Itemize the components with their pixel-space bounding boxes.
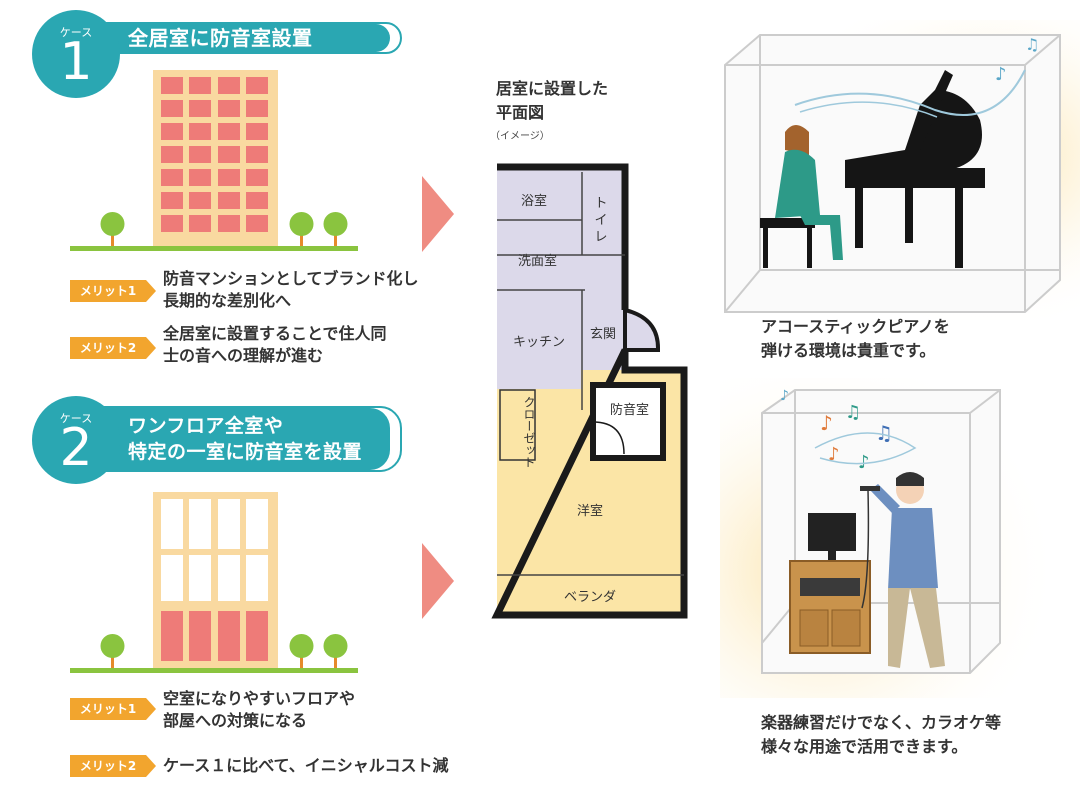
case1-merit2-tag: メリット2 bbox=[70, 337, 146, 359]
karaoke-caption-line2: 様々な用途で活用できます。 bbox=[761, 737, 968, 756]
svg-text:♪: ♪ bbox=[828, 444, 840, 465]
piano-room-illustration: ♪ ♫ bbox=[705, 20, 1080, 320]
piano-caption: アコースティックピアノを 弾ける環境は貴重です。 bbox=[761, 315, 950, 363]
case1-title-pill bbox=[76, 22, 402, 54]
case2-merit1-text: 空室になりやすいフロアや 部屋への対策になる bbox=[163, 688, 355, 732]
svg-text:♪: ♪ bbox=[820, 411, 833, 435]
case1-merit1-tip bbox=[146, 280, 156, 302]
case1-merit2-text: 全居室に設置することで住人同 士の音への理解が進む bbox=[163, 323, 387, 367]
case2-badge: ケース 2 bbox=[32, 396, 120, 484]
case1-merit1-line2: 長期的な差別化へ bbox=[163, 291, 292, 310]
svg-text:♪: ♪ bbox=[858, 452, 870, 473]
case1-merit1-text: 防音マンションとしてブランド化し 長期的な差別化へ bbox=[163, 268, 419, 312]
case2-merit2-badge: メリット2 bbox=[70, 755, 156, 777]
case1-building-illustration bbox=[70, 70, 358, 251]
case2-merit2-tip bbox=[146, 755, 156, 777]
floor-plan-title: 居室に設置した 平面図 bbox=[496, 77, 608, 125]
case2-merit2-tag: メリット2 bbox=[70, 755, 146, 777]
karaoke-caption-line1: 楽器練習だけでなく、カラオケ等 bbox=[761, 713, 1002, 732]
case1-badge: ケース 1 bbox=[32, 10, 120, 98]
room-label-entrance: 玄関 bbox=[590, 327, 617, 342]
svg-text:♪: ♪ bbox=[995, 64, 1007, 85]
karaoke-caption: 楽器練習だけでなく、カラオケ等 様々な用途で活用できます。 bbox=[761, 711, 1001, 759]
case1-merit2-tip bbox=[146, 337, 156, 359]
case2-title-bar bbox=[78, 408, 390, 470]
case2-merit1-line2: 部屋への対策になる bbox=[163, 711, 308, 730]
room-label-bath: 浴室 bbox=[521, 194, 548, 209]
arrow-right-case2-icon bbox=[422, 543, 454, 619]
room-label-veranda: ベランダ bbox=[564, 590, 617, 605]
piano-caption-line1: アコースティックピアノを bbox=[761, 317, 950, 336]
svg-text:♫: ♫ bbox=[845, 402, 861, 423]
room-label-western: 洋室 bbox=[577, 504, 604, 519]
case1-merit2-line1: 全居室に設置することで住人同 bbox=[163, 324, 387, 343]
case1-merit1-line1: 防音マンションとしてブランド化し bbox=[163, 269, 419, 288]
case1-badge-label: ケース bbox=[59, 26, 93, 39]
case2-title: ワンフロア全室や 特定の一室に防音室を設置 bbox=[128, 413, 362, 465]
floor-plan-title-line2: 平面図 bbox=[496, 103, 545, 122]
case2-merit1-line1: 空室になりやすいフロアや bbox=[163, 689, 356, 708]
case1-merit1-tag: メリット1 bbox=[70, 280, 146, 302]
case2-merit2-text: ケース１に比べて、イニシャルコスト減 bbox=[163, 755, 448, 777]
floor-plan-drawing bbox=[491, 163, 688, 619]
room-label-kitchen: キッチン bbox=[513, 335, 566, 350]
case2-title-line2: 特定の一室に防音室を設置 bbox=[128, 441, 363, 463]
case1-merit1-badge: メリット1 bbox=[70, 280, 156, 302]
case1-title: 全居室に防音室設置 bbox=[128, 26, 313, 50]
room-label-washroom: 洗面室 bbox=[518, 254, 558, 269]
case2-merit1-tag: メリット1 bbox=[70, 698, 146, 720]
svg-text:♫: ♫ bbox=[875, 421, 893, 445]
case1-merit2-line2: 士の音への理解が進む bbox=[163, 346, 324, 365]
karaoke-room-illustration: ♪ ♫ ♫ ♪ ♪ ♪ bbox=[720, 378, 1060, 698]
floor-plan-note: （イメージ） bbox=[490, 131, 550, 142]
case2-building-illustration bbox=[70, 492, 358, 673]
case2-merit1-badge: メリット1 bbox=[70, 698, 156, 720]
case2-title-line1: ワンフロア全室や bbox=[128, 415, 284, 437]
case2-merit2-line1: ケース１に比べて、イニシャルコスト減 bbox=[163, 756, 449, 775]
svg-text:♪: ♪ bbox=[780, 388, 789, 404]
case2-title-pill bbox=[76, 406, 402, 472]
room-label-closet: クローゼット bbox=[522, 396, 536, 468]
case1-title-bar bbox=[78, 24, 390, 52]
room-label-toilet: トイレ bbox=[594, 196, 608, 245]
case2-badge-number: 2 bbox=[59, 418, 93, 478]
piano-caption-line2: 弾ける環境は貴重です。 bbox=[761, 341, 936, 360]
arrow-right-case1-icon bbox=[422, 176, 454, 252]
floor-plan-title-line1: 居室に設置した bbox=[496, 79, 609, 98]
case1-merit2-badge: メリット2 bbox=[70, 337, 156, 359]
case2-badge-label: ケース bbox=[59, 412, 93, 425]
room-label-soundproof: 防音室 bbox=[610, 403, 650, 418]
case1-badge-number: 1 bbox=[59, 32, 93, 92]
svg-text:♫: ♫ bbox=[1025, 35, 1039, 54]
case2-merit1-tip bbox=[146, 698, 156, 720]
